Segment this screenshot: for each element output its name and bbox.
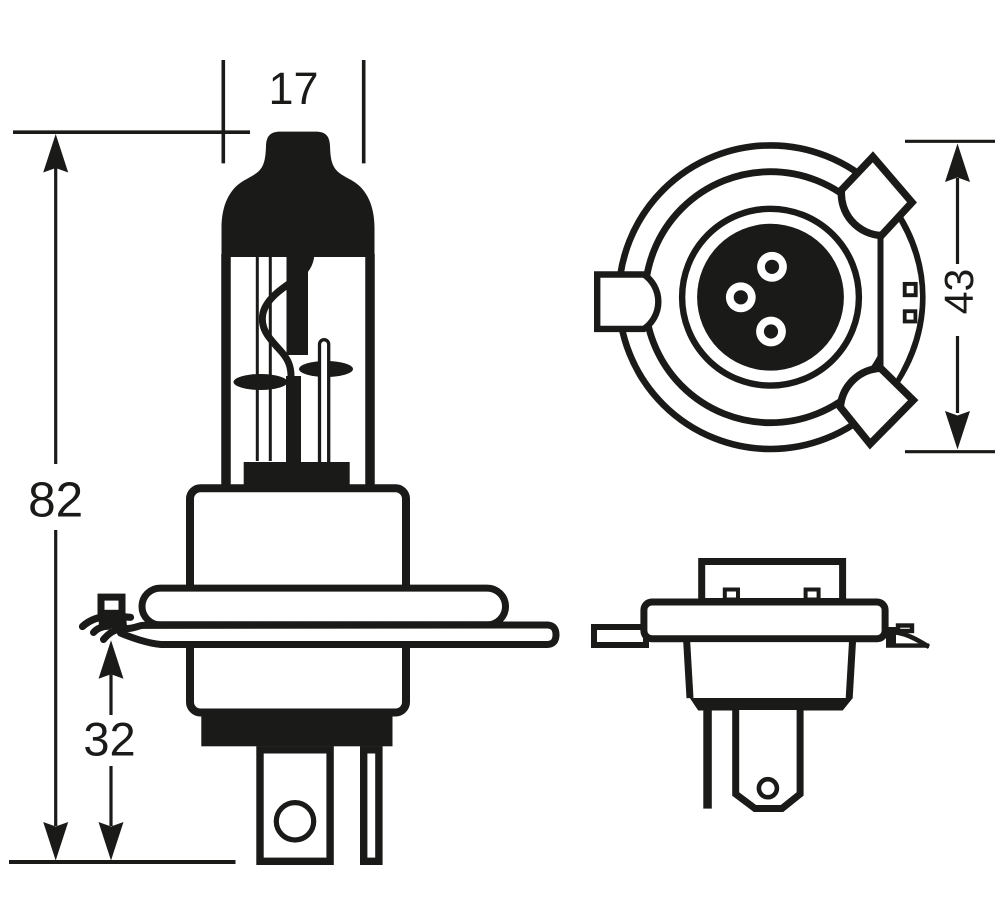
svg-text:17: 17 [268, 63, 318, 114]
svg-text:82: 82 [28, 473, 83, 528]
svg-text:43: 43 [936, 269, 982, 315]
svg-text:32: 32 [83, 713, 135, 766]
